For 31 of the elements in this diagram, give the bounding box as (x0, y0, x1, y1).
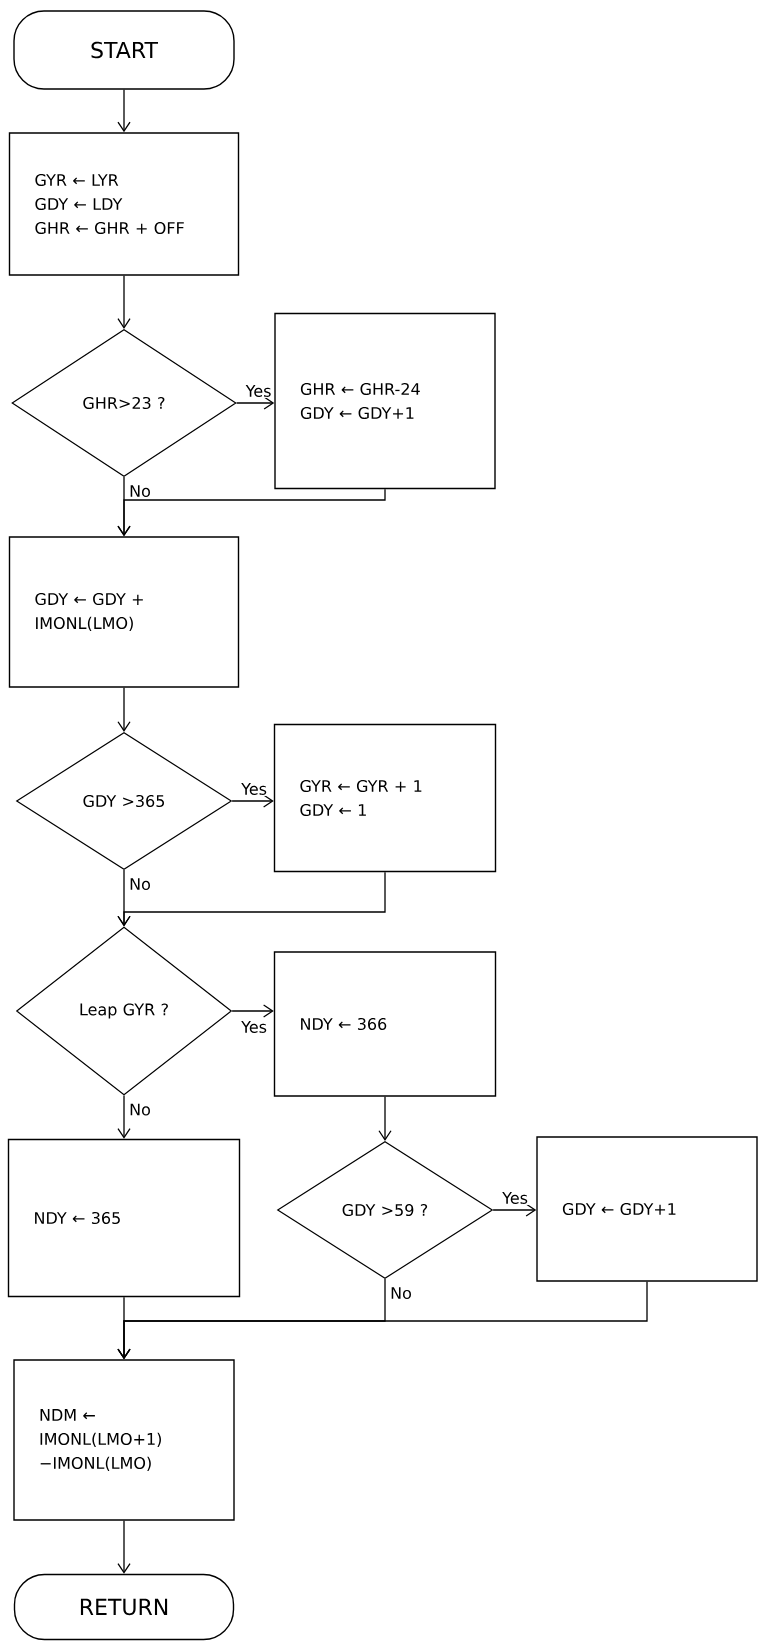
process-box: GDY ← GDY+1 (536, 1136, 758, 1282)
edge-label: Yes (240, 782, 268, 796)
arrow (117, 871, 386, 927)
arrow (117, 89, 131, 133)
arrow (117, 488, 386, 537)
arrow (231, 794, 274, 808)
terminal-box: RETURN (13, 1573, 235, 1641)
edge-label: No (389, 1286, 413, 1301)
arrow (117, 687, 131, 732)
process-box: NDY ← 366 (273, 951, 497, 1097)
process-box: GYR ← LYR GDY ← LDY GHR ← GHR + OFF (8, 132, 240, 276)
process-box: GYR ← GYR + 1 GDY ← 1 (273, 723, 497, 873)
edge-label: No (128, 877, 152, 892)
arrow (117, 1520, 131, 1574)
edge-label: Yes (501, 1191, 529, 1205)
edge-label: Yes (240, 1020, 268, 1034)
edge-label: No (128, 1102, 152, 1117)
arrow (117, 1094, 131, 1139)
arrow (492, 1203, 537, 1217)
process-box: GHR ← GHR-24 GDY ← GDY+1 (274, 312, 496, 490)
process-box: NDY ← 365 (7, 1138, 241, 1298)
arrow (117, 275, 131, 329)
arrow (235, 396, 275, 410)
arrow (117, 1296, 131, 1360)
terminal-box: START (13, 10, 235, 90)
process-box: GDY ← GDY + IMONL(LMO) (8, 536, 240, 688)
arrow (378, 1096, 392, 1141)
arrow (231, 1004, 274, 1018)
edge-label: No (128, 484, 152, 499)
process-box: NDM ← IMONL(LMO+1) −IMONL(LMO) (13, 1359, 235, 1521)
edge-label: Yes (244, 384, 273, 398)
